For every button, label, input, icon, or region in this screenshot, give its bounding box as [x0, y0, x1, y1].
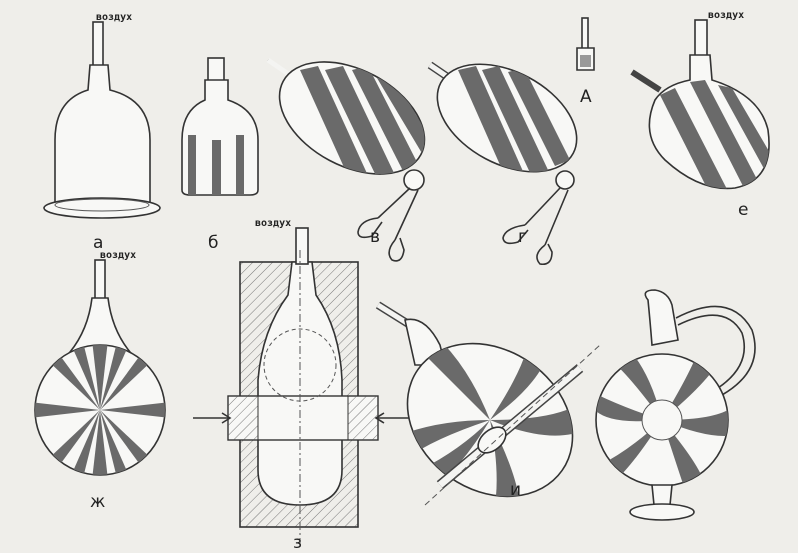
figure-a-air-label: воздух — [96, 12, 132, 23]
figure-a-bottle: воздух а — [44, 12, 160, 253]
figure-zh-radial-flask: воздух ж — [30, 250, 170, 512]
figure-i-swirled-flask: и — [378, 305, 602, 528]
figure-e-label: е — [738, 200, 748, 220]
figure-A-label: А — [580, 87, 592, 107]
figure-i-label: и — [510, 480, 521, 500]
figure-A-pipe-detail: А — [577, 18, 594, 107]
figure-finished-jug — [595, 290, 755, 520]
figure-v-label: в — [370, 227, 380, 247]
figure-g-striped-gather: г — [419, 42, 595, 264]
figure-z-label: з — [293, 533, 302, 553]
figure-b-label: б — [208, 233, 218, 253]
figure-g-label: г — [518, 227, 527, 247]
figure-z-air-label: воздух — [255, 218, 291, 229]
figure-zh-label: ж — [90, 492, 105, 512]
figure-b-striped-bottle: б — [182, 58, 258, 253]
figure-zh-air-label: воздух — [100, 250, 136, 261]
figure-z-mould-section: воздух з — [193, 218, 413, 553]
figure-e-blown-blob: воздух е — [632, 10, 780, 220]
figure-e-air-label: воздух — [708, 10, 744, 21]
